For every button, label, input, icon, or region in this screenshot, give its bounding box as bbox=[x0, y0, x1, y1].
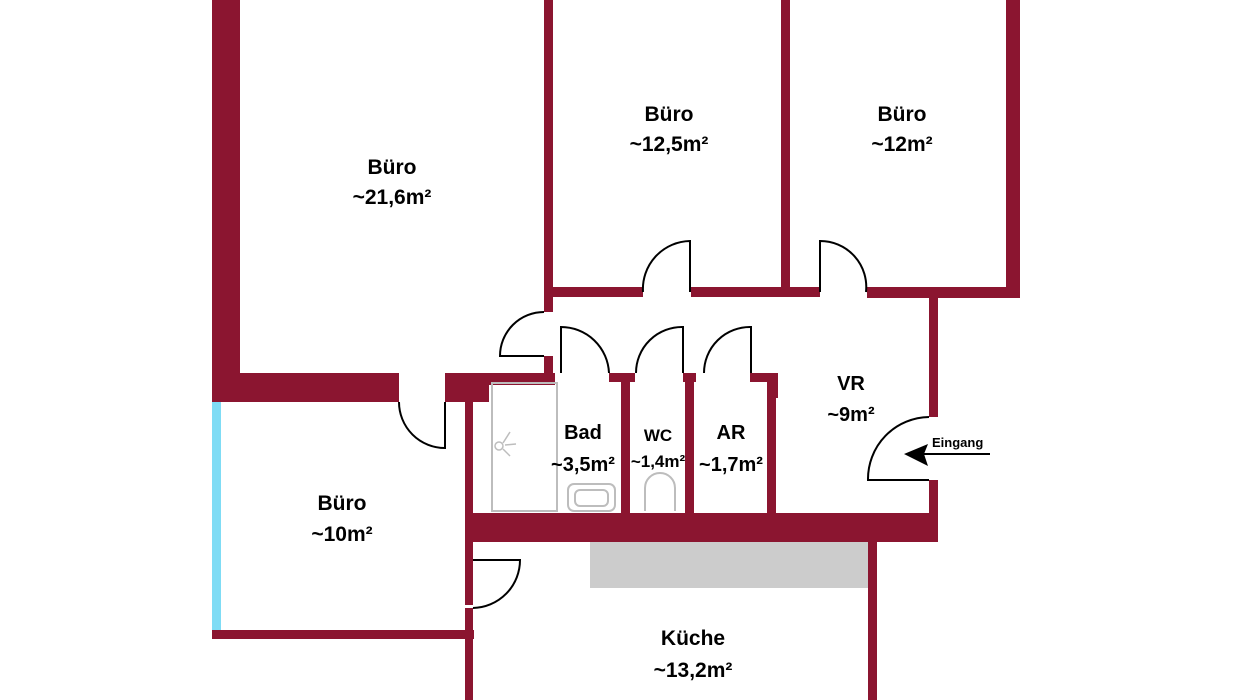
kitchen-counter bbox=[590, 542, 868, 588]
wall-corridor-stub-top bbox=[544, 300, 553, 312]
wall-sanitary-bottom bbox=[465, 513, 938, 542]
wall-bad-wc bbox=[621, 373, 630, 518]
wall-office1-office2 bbox=[544, 0, 553, 300]
room-area-bad: ~3,5m² bbox=[551, 454, 615, 476]
room-name-buero-4: Büro bbox=[318, 492, 367, 515]
wall-office1-bottom-left bbox=[212, 373, 399, 402]
washbasin-fixture bbox=[567, 483, 616, 512]
door-office-2[interactable] bbox=[641, 239, 691, 293]
room-area-buero-2: ~12,5m² bbox=[630, 133, 709, 156]
door-office-4[interactable] bbox=[398, 401, 446, 450]
wall-wc-ar bbox=[685, 373, 694, 518]
door-office-3[interactable] bbox=[819, 239, 868, 293]
room-name-buero-2: Büro bbox=[645, 103, 694, 126]
wall-ar-top-right bbox=[750, 373, 778, 382]
room-name-ar: AR bbox=[717, 422, 746, 444]
room-area-vr: ~9m² bbox=[827, 404, 875, 426]
window bbox=[212, 402, 221, 630]
room-area-wc: ~1,4m² bbox=[631, 452, 686, 471]
wall-office3-bottom-right bbox=[867, 287, 1020, 298]
wall-bad-left bbox=[465, 385, 473, 605]
entrance-label: Eingang bbox=[932, 435, 983, 450]
shower-fixture bbox=[491, 382, 558, 512]
wall-corridor-stub-bottom bbox=[544, 356, 553, 374]
room-name-vr: VR bbox=[837, 373, 865, 395]
room-area-ar: ~1,7m² bbox=[699, 454, 763, 476]
door-wc[interactable] bbox=[635, 325, 684, 374]
wall-office2-bottom-right bbox=[691, 287, 781, 297]
door-entrance[interactable] bbox=[866, 416, 930, 481]
room-area-buero-3: ~12m² bbox=[871, 133, 932, 156]
wall-office2-office3 bbox=[781, 0, 790, 297]
toilet-fixture bbox=[644, 472, 676, 511]
wall-left-outer bbox=[212, 0, 240, 402]
wall-right-office3 bbox=[1006, 0, 1020, 298]
door-kitchen[interactable] bbox=[472, 559, 522, 609]
wall-kitchen-right bbox=[868, 540, 877, 700]
room-name-kueche: Küche bbox=[661, 627, 725, 650]
arrow-left-icon bbox=[904, 444, 990, 466]
wall-vr-right-upper bbox=[929, 297, 938, 417]
room-area-kueche: ~13,2m² bbox=[654, 659, 733, 682]
room-name-wc: WC bbox=[644, 426, 672, 445]
wall-vr-right-lower bbox=[929, 480, 938, 542]
wall-office3-bottom-left bbox=[790, 287, 820, 297]
room-name-buero-3: Büro bbox=[878, 103, 927, 126]
wall-kitchen-left-lower bbox=[465, 608, 473, 700]
doors bbox=[398, 239, 930, 609]
room-name-buero-1: Büro bbox=[368, 156, 417, 179]
door-bad[interactable] bbox=[560, 325, 610, 374]
wall-office4-bottom bbox=[212, 630, 474, 639]
room-area-buero-4: ~10m² bbox=[311, 523, 372, 546]
door-office-1[interactable] bbox=[498, 311, 545, 357]
room-area-buero-1: ~21,6m² bbox=[353, 186, 432, 209]
room-name-bad: Bad bbox=[564, 422, 602, 444]
door-ar[interactable] bbox=[703, 325, 752, 374]
wall-ar-vr bbox=[767, 373, 776, 518]
wall-kitchen-left-upper bbox=[465, 542, 473, 560]
wall-office2-bottom-left bbox=[553, 287, 643, 297]
